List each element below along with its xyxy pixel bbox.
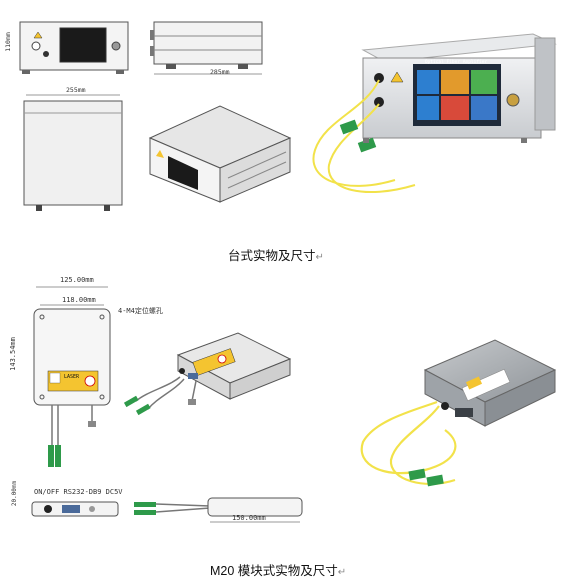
module-connector-note: ON/OFF RS232-DB9 DC5V	[34, 488, 123, 496]
module-outer-width-dim: 125.00mm	[60, 276, 94, 284]
top-width-dim: 285mm	[210, 68, 230, 76]
side-view-drawing	[20, 93, 126, 213]
module-laser-label: LASER	[64, 374, 80, 380]
module-thickness-dim: 20.00mm	[11, 480, 19, 507]
device-screen-title: Optical Fiber Amplifier	[424, 60, 488, 65]
module-caption: M20 模块式实物及尺寸↵	[210, 560, 346, 579]
desktop-caption-text: 台式实物及尺寸	[228, 249, 316, 263]
module-top-view-drawing	[22, 285, 122, 485]
module-caption-text: M20 模块式实物及尺寸	[210, 564, 338, 578]
module-cable-length-dim: 150.00mm	[232, 514, 266, 522]
side-depth-dim: 255mm	[66, 86, 86, 94]
module-side-view-drawing	[30, 498, 120, 522]
module-device-photo	[355, 330, 560, 495]
front-view-drawing	[12, 18, 130, 76]
top-view-drawing	[148, 18, 266, 78]
module-hole-note: 4-M4定位螺孔	[118, 307, 163, 315]
module-inner-width-dim: 118.00mm	[62, 296, 96, 304]
front-height-dim: 110mm	[3, 32, 12, 52]
module-height-dim: 143.54mm	[8, 337, 17, 371]
desktop-caption: 台式实物及尺寸↵	[228, 245, 324, 264]
module-cable-drawing	[120, 492, 310, 526]
return-mark: ↵	[315, 252, 324, 263]
module-isometric-drawing	[118, 325, 298, 435]
return-mark: ↵	[337, 567, 347, 578]
desktop-device-photo	[305, 30, 560, 205]
isometric-drawing	[140, 98, 300, 208]
